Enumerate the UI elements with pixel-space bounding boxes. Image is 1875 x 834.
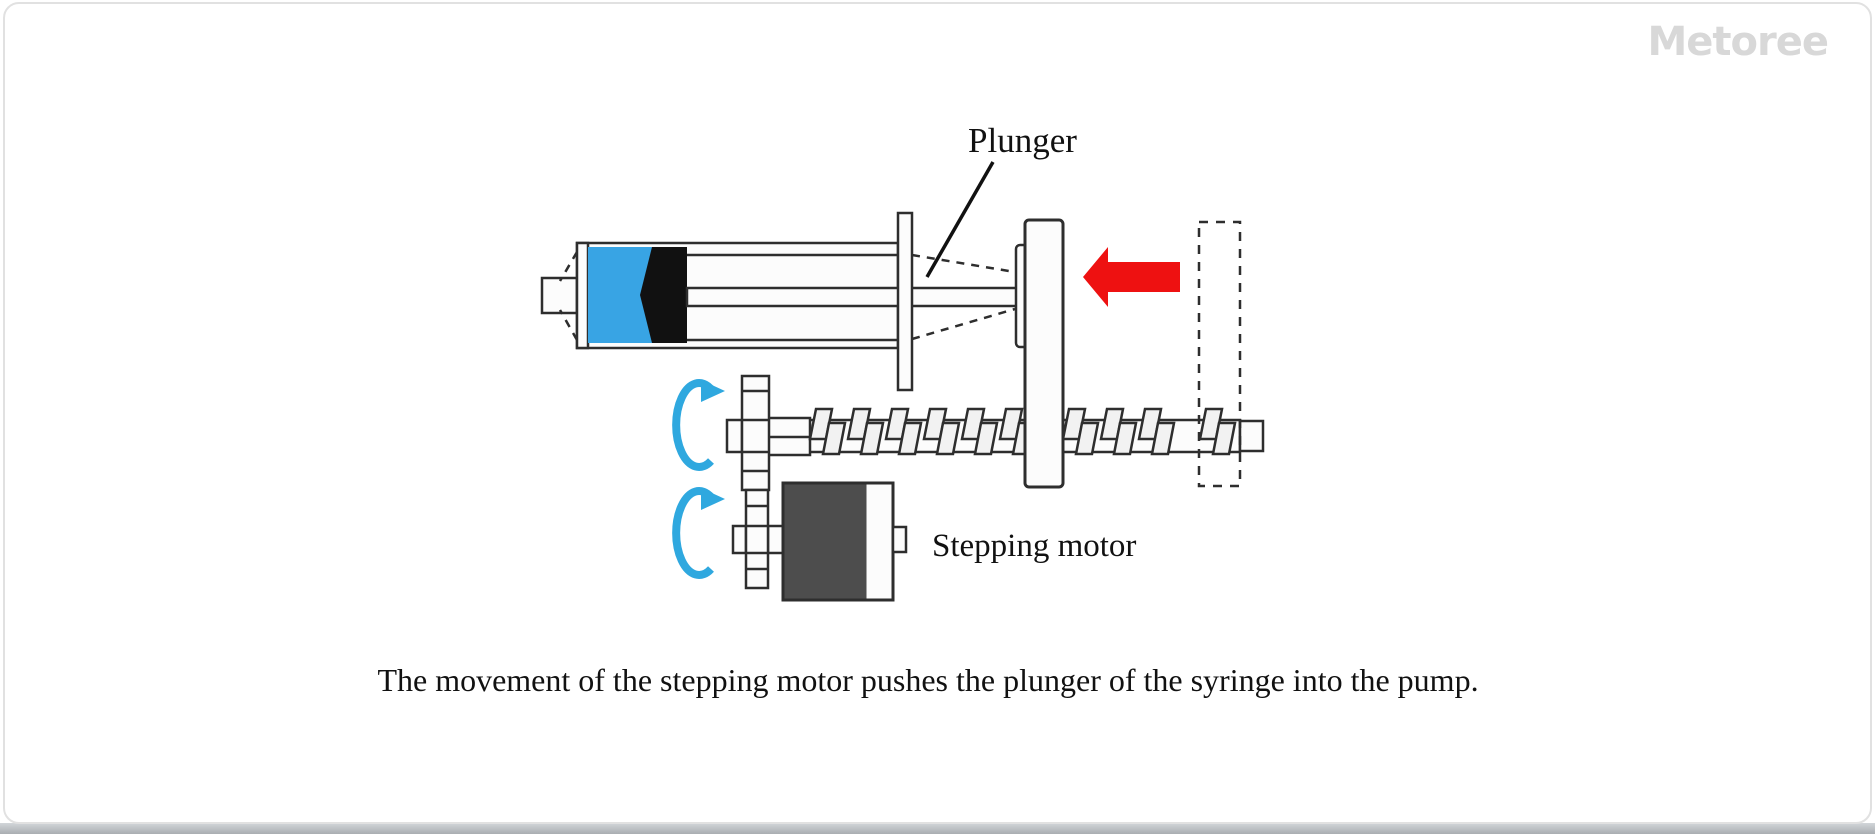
coupling-lower-column (744, 488, 770, 590)
rotation-arrowhead-upper (701, 380, 725, 402)
push-arrow-icon (1083, 247, 1180, 307)
syringe-outlet (540, 276, 579, 315)
stepping-motor-body (784, 484, 867, 599)
barrel-front-cap (575, 241, 590, 350)
guide-block-dashed (1197, 220, 1242, 488)
rotation-arrow-icon (672, 487, 725, 579)
plunger-rod (685, 286, 1020, 308)
lead-screw (766, 407, 1265, 457)
rotation-arc-upper (672, 379, 714, 471)
syringe (540, 211, 1031, 392)
coupling-lower-tab-right (766, 524, 785, 555)
rotation-arc-lower (672, 487, 714, 579)
stepping-motor (781, 481, 908, 602)
plunger-cone-line (911, 253, 1016, 274)
pusher-block (1023, 218, 1065, 489)
motor-shaft-stub (891, 525, 908, 554)
plunger-leader-line (925, 161, 995, 278)
brand-logo: Metoree (1647, 19, 1829, 65)
coupling-upper-column (740, 374, 771, 492)
plunger-cone-line (911, 307, 1016, 341)
diagram-caption: The movement of the stepping motor pushe… (377, 662, 1478, 698)
rotation-arrowhead-lower (701, 488, 725, 510)
plunger-seal (640, 247, 687, 343)
rotation-arrow-icon (672, 379, 725, 471)
stepping-motor-label: Stepping motor (932, 528, 1136, 564)
barrel-flange (896, 211, 914, 392)
window-edge (0, 823, 1875, 834)
syringe-tip-cone-line (558, 251, 579, 282)
syringe-tip-cone-line (558, 309, 579, 341)
plunger-label: Plunger (968, 121, 1077, 160)
drive-coupling-upper (725, 374, 771, 492)
drive-coupling-lower (731, 488, 785, 590)
coupling-lower-tab-left (731, 524, 748, 555)
coupling-upper-tab (725, 418, 744, 454)
screw-end-stub (1238, 419, 1265, 453)
